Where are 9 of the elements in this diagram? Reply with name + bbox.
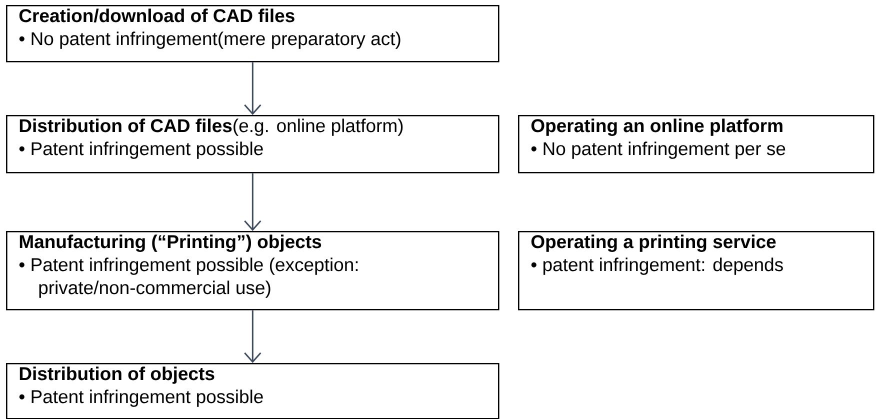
arrow xyxy=(244,310,262,363)
process-box: Creation/download of CAD files • No patent infringement(mere preparatory act) xyxy=(6,5,500,62)
process-box: Distribution of objects • Patent infringement possible xyxy=(6,363,500,419)
arrow xyxy=(244,62,262,115)
process-box: Operating a printing service • patent infringement: depends xyxy=(518,230,874,310)
arrow xyxy=(244,173,262,231)
process-box: Operating an online platform • No patent infringement per se xyxy=(518,115,874,174)
process-box: Manufacturing (“Printing”) objects • Patent infringement possible (exception: private/non-commercial use) xyxy=(6,230,500,310)
process-box: Distribution of CAD files(e.g. online platform) • Patent infringement possible xyxy=(6,115,500,174)
